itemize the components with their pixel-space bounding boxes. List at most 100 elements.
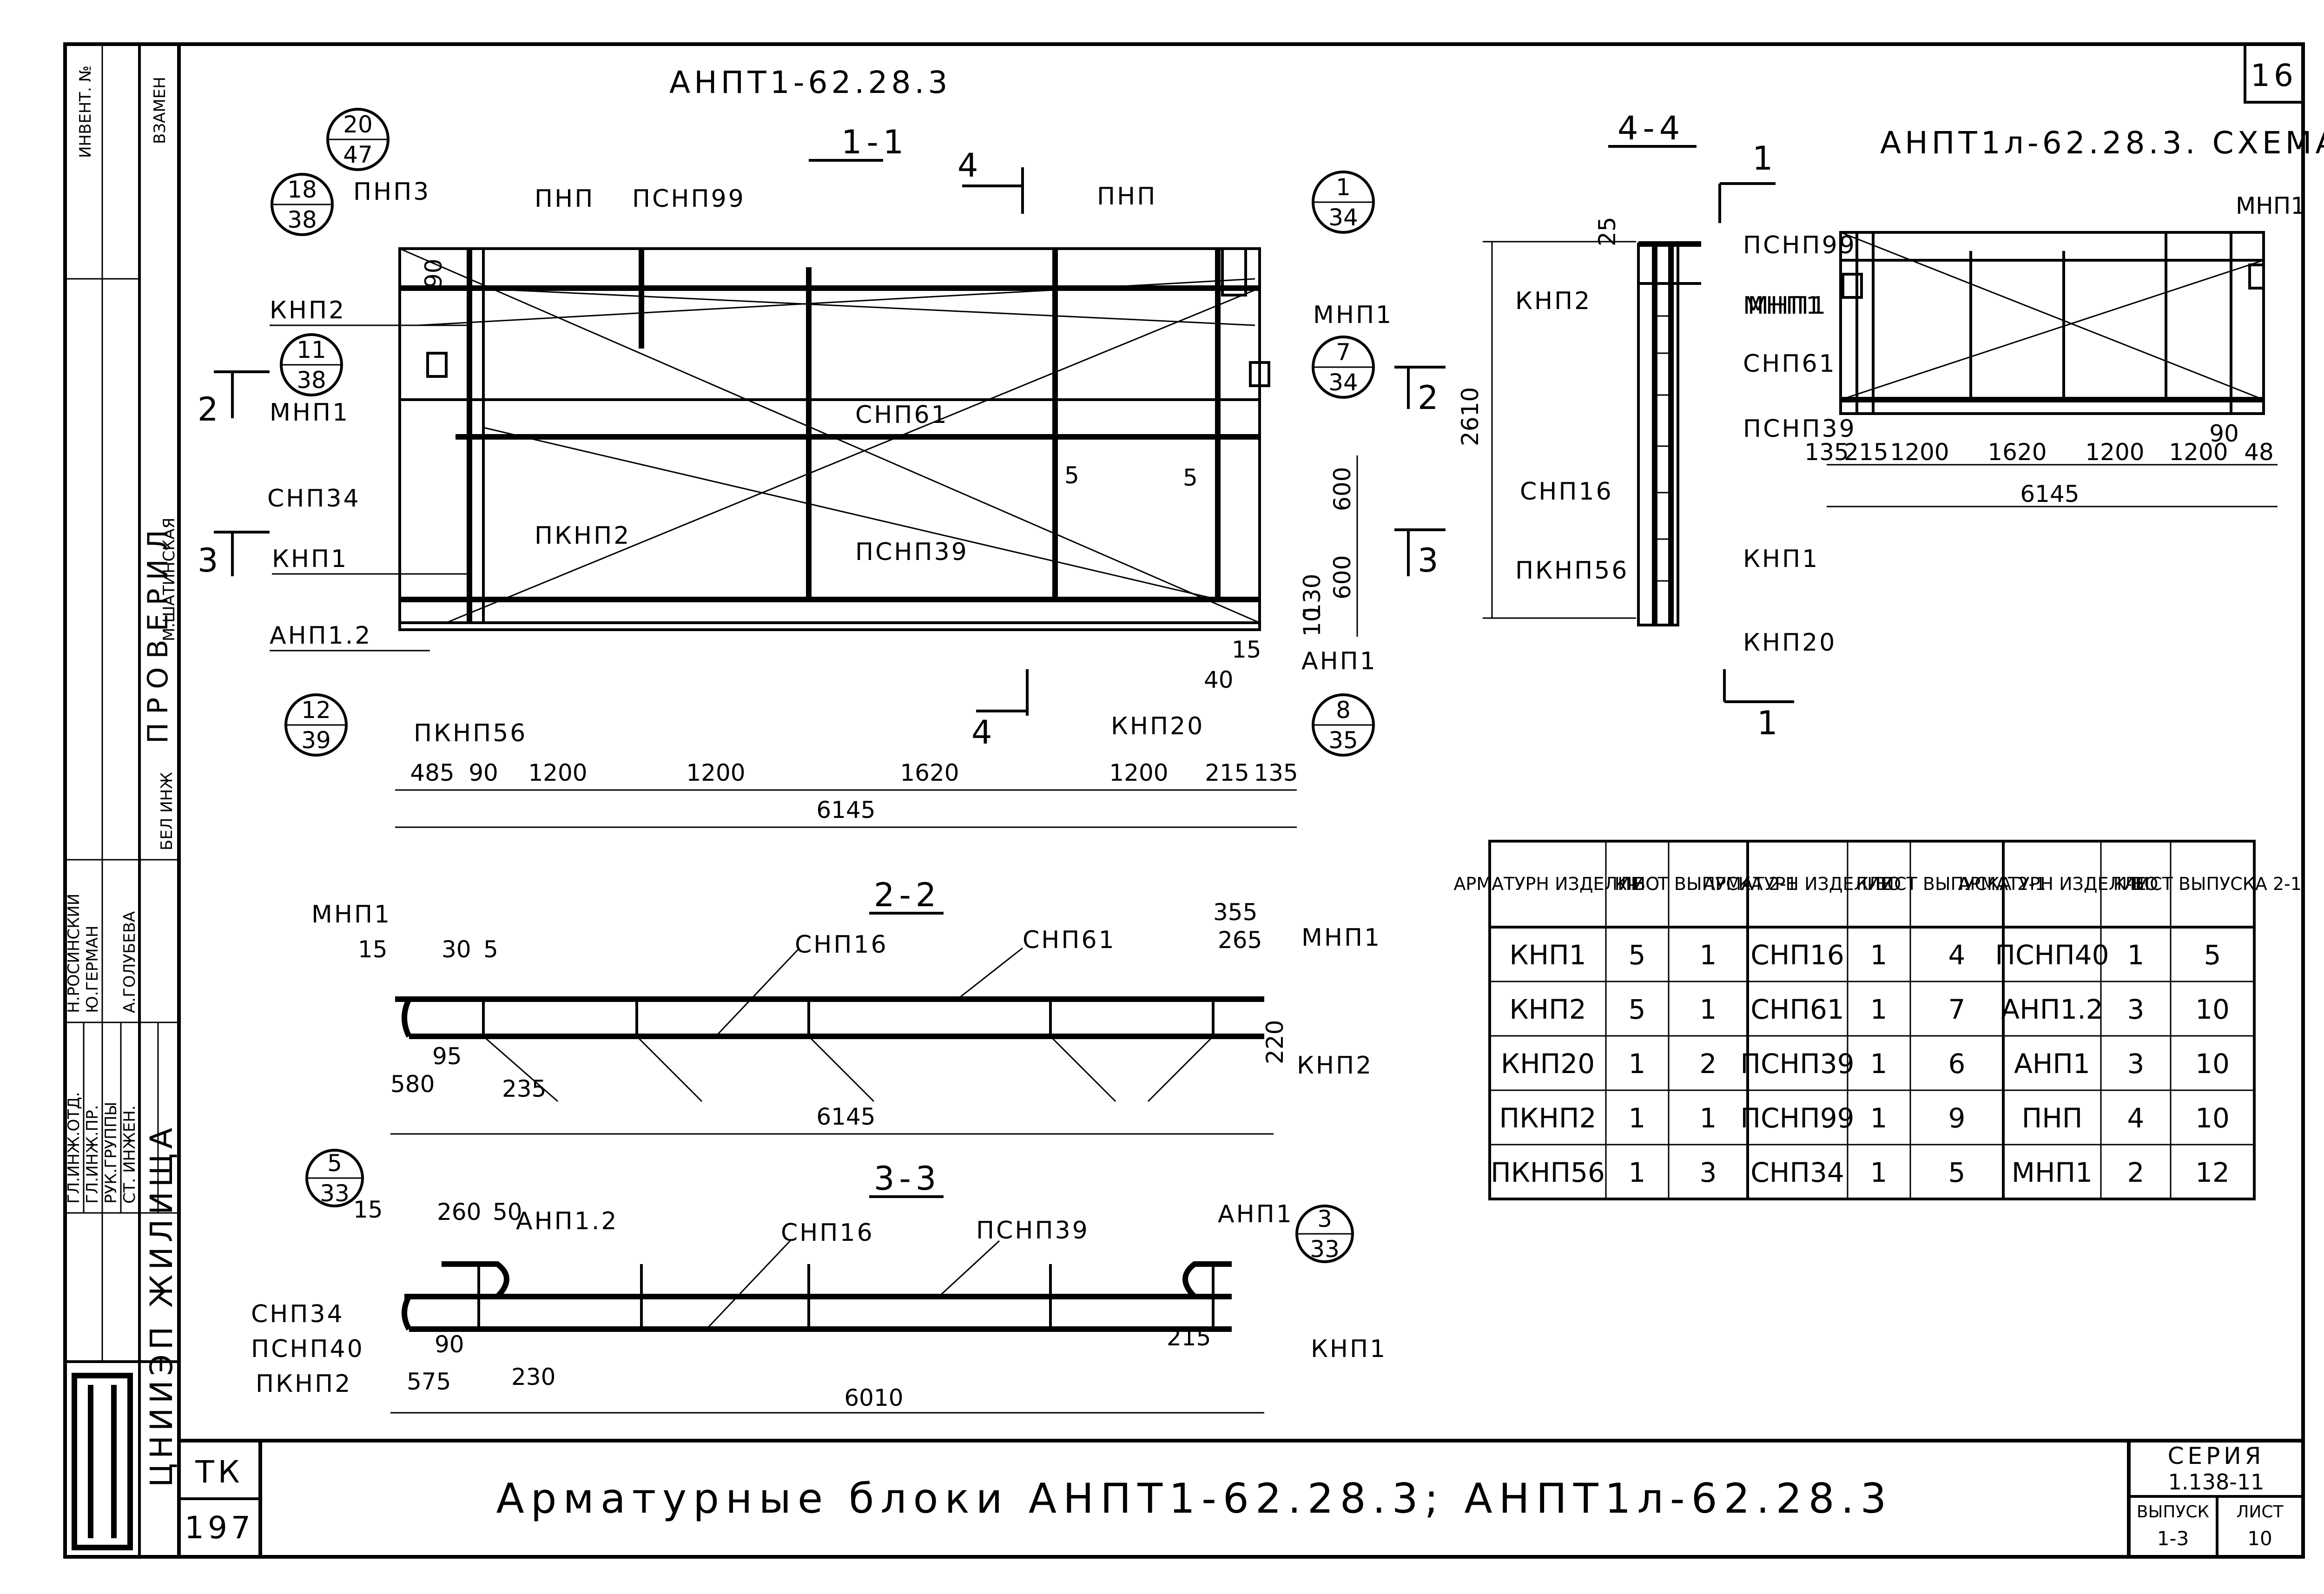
elevation-1-1: АНПТ1-62.28.3 1-1 ПНП3 ПНП ПСНП99 ПНП КН…	[198, 65, 1446, 828]
label-knp20: КНП20	[1111, 712, 1204, 740]
label-pknp2: ПКНП2	[535, 522, 631, 550]
svg-text:АНП1.2: АНП1.2	[516, 1207, 618, 1235]
bubble-8-35: 8 35	[1312, 693, 1375, 757]
cut-mark-3-left: 3	[198, 541, 223, 580]
cut-1-bottom: 1	[1757, 704, 1783, 742]
svg-text:КНП2: КНП2	[1297, 1052, 1373, 1080]
table-header-cell: К-ВО	[1615, 874, 1660, 894]
svg-text:ПСНП40: ПСНП40	[251, 1335, 364, 1363]
bubble-12-39: 12 39	[284, 693, 348, 757]
label-knp1: КНП1	[272, 545, 348, 573]
table-cell: 3	[1700, 1157, 1717, 1188]
label-anp1: АНП1	[1301, 647, 1377, 675]
svg-text:20: 20	[343, 111, 373, 138]
section-3-3: 3-3 АНП1.2 СНП16 ПСНП39 АНП1 СНП34 ПСНП4…	[251, 1149, 1385, 1414]
svg-text:90: 90	[435, 1331, 464, 1358]
svg-text:50: 50	[493, 1199, 522, 1225]
svg-text:1200: 1200	[2169, 439, 2228, 466]
section-3-3-title: 3-3	[874, 1159, 941, 1198]
table-cell: 2	[1700, 1048, 1717, 1080]
list-label: ЛИСТ	[2236, 1502, 2284, 1522]
table-cell: ПСНП40	[1995, 939, 2109, 971]
table-cell: СНП34	[1750, 1157, 1844, 1188]
svg-text:8: 8	[1336, 697, 1351, 724]
name-2: Ю.ГЕРМАН	[83, 926, 102, 1013]
role-4: СТ. ИНЖЕН.	[120, 1105, 139, 1204]
table-cell: 9	[1948, 1102, 1966, 1134]
bubble-1-34: 1 34	[1312, 171, 1375, 234]
table-cell: 7	[1948, 994, 1966, 1025]
table-cell: 3	[2127, 994, 2145, 1025]
svg-text:230: 230	[511, 1363, 555, 1390]
svg-text:3: 3	[1317, 1205, 1332, 1232]
svg-text:12: 12	[301, 697, 331, 724]
svg-text:7: 7	[1336, 339, 1351, 366]
tk-label: ТК	[195, 1454, 243, 1490]
svg-text:580: 580	[390, 1071, 435, 1098]
table-header-cell: ЛИСТ ВЫПУСКА 2-1	[1868, 874, 2046, 894]
sheet-number-box	[2244, 43, 2304, 104]
dim-total-6145: 6145	[816, 797, 875, 823]
cut-mark-2-left: 2	[198, 390, 223, 428]
table-cell: 1	[1870, 1157, 1888, 1188]
svg-text:215: 215	[1167, 1324, 1211, 1351]
table-cell: 5	[1948, 1157, 1966, 1188]
table-cell: ПКНП2	[1499, 1102, 1597, 1134]
table-cell: АНП1	[2014, 1048, 2090, 1080]
svg-text:600: 600	[1329, 467, 1356, 511]
cut-mark-3-right: 3	[1418, 541, 1443, 580]
table-cell: КНП1	[1509, 939, 1586, 971]
name-4: БЕЛ ИНЖ	[158, 772, 176, 850]
svg-text:355: 355	[1213, 899, 1257, 926]
dim-485: 485	[410, 759, 454, 786]
svg-text:15: 15	[1232, 636, 1261, 663]
svg-text:СНП16: СНП16	[795, 931, 888, 959]
scheme-mnp1: МНП1	[1748, 292, 1828, 320]
drawing-title-left: АНПТ1-62.28.3	[669, 65, 951, 100]
svg-text:215: 215	[1844, 439, 1888, 466]
label-pnp-a: ПНП	[535, 185, 594, 213]
svg-text:1: 1	[1336, 174, 1351, 201]
svg-text:КНП1: КНП1	[1743, 545, 1819, 573]
svg-text:СНП34: СНП34	[251, 1300, 344, 1328]
table-cell: 1	[1700, 994, 1717, 1025]
cut-1-top: 1	[1752, 139, 1778, 178]
svg-text:15: 15	[358, 936, 388, 963]
table-cell: 4	[1948, 939, 1966, 971]
label-snp61: СНП61	[855, 401, 949, 429]
section-4-4-title: 4-4	[1618, 109, 1684, 147]
svg-text:220: 220	[1261, 1020, 1288, 1064]
table-header-cell: ЛИСТ ВЫПУСКА 2-1	[2123, 874, 2302, 894]
table-cell: КНП20	[1501, 1048, 1595, 1080]
table-cell: 1	[1629, 1048, 1646, 1080]
side-stamp: ИНВЕНТ. № ВЗАМЕН ПРОВЕРИЛ М.ШАТИНСКАЯ ГЛ…	[63, 42, 181, 1559]
tk-number: 197	[185, 1510, 254, 1546]
dim-1200-c: 1200	[1109, 759, 1168, 786]
svg-text:11: 11	[297, 336, 326, 363]
bubble-20-47: 20 47	[326, 108, 390, 171]
label-pschnp39: ПСНП39	[855, 538, 969, 566]
table-cell: 1	[2127, 939, 2145, 971]
svg-text:СНП61: СНП61	[1743, 350, 1836, 378]
svg-text:575: 575	[407, 1368, 451, 1395]
role-3: РУК.ГРУППЫ	[102, 1102, 120, 1204]
cut-mark-2-right: 2	[1418, 379, 1443, 417]
scheme-title: АНПТ1л-62.28.3. СХЕМА	[1880, 125, 2324, 161]
dim-25: 25	[1594, 217, 1621, 246]
svg-text:34: 34	[1328, 369, 1358, 396]
cut-mark-4-top: 4	[957, 146, 983, 184]
list-value: 10	[2247, 1527, 2272, 1550]
table-cell: ПСНП99	[1740, 1102, 1854, 1134]
org-name: ЦНИИЭП ЖИЛИЩА	[144, 1123, 179, 1487]
table-cell: СНП16	[1750, 939, 1844, 971]
name-3: А.ГОЛУБЕВА	[120, 911, 139, 1013]
table-cell: 3	[2127, 1048, 2145, 1080]
section-3-3-total: 6010	[844, 1384, 903, 1411]
dim-90: 90	[469, 759, 498, 786]
issue-label: ВЫПУСК	[2137, 1502, 2209, 1522]
svg-text:47: 47	[343, 141, 373, 168]
name-1: Н.РОСИНСКИЙ	[64, 894, 83, 1013]
svg-text:СНП16: СНП16	[781, 1219, 874, 1247]
table-cell: 2	[2127, 1157, 2145, 1188]
